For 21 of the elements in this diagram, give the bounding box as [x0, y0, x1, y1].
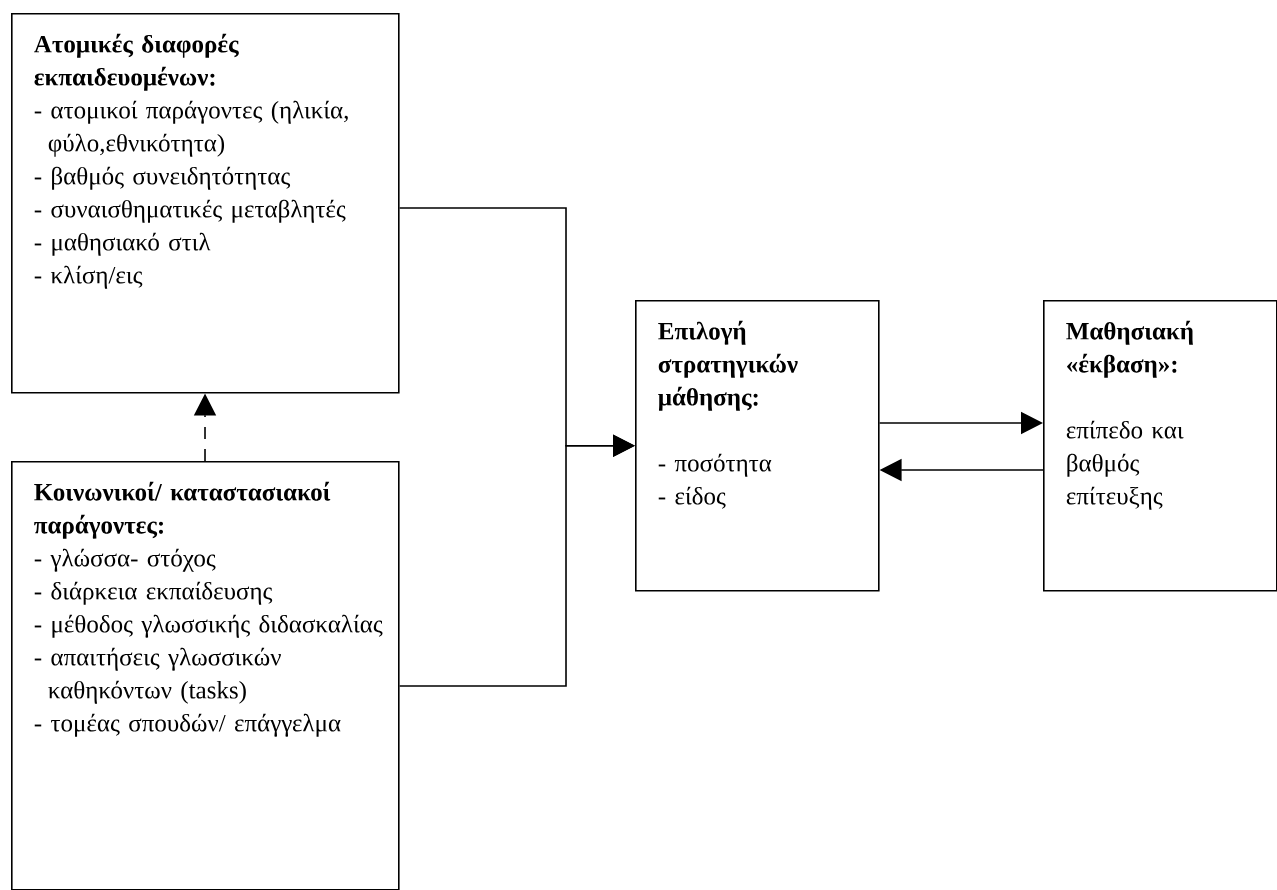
heading: Επιλογή στρατηγικών μάθησης: [658, 320, 798, 411]
list-item: - τομέας σπουδών/ επάγγελμα [34, 713, 341, 737]
list-item: - ποσότητα [658, 453, 772, 477]
list-item: - μαθησιακό στιλ [34, 232, 211, 256]
list-item: - βαθμός συνειδητότητας [34, 166, 291, 190]
text-box [11, 461, 400, 890]
list-item: - γλώσσα- στόχος [34, 548, 216, 572]
text-box [1043, 300, 1277, 592]
list-item: - διάρκεια εκπαίδευσης [34, 581, 273, 605]
list-item: - απαιτήσεις γλωσσικών καθηκόντων (tasks) [34, 647, 281, 704]
heading: Κοινωνικοί/ καταστασιακοί παράγοντες: [34, 481, 331, 539]
list-item: - συναισθηματικές μεταβλητές [34, 199, 346, 223]
list-item: επίπεδο και βαθμός επίτευξης [1066, 420, 1184, 510]
text-box [11, 13, 400, 394]
list-item: - είδος [658, 486, 726, 509]
list-item: - κλίση/εις [34, 265, 143, 289]
heading: Ατομικές διαφορές εκπαιδευομένων: [34, 33, 239, 91]
text-box [635, 300, 880, 592]
list-item: - μέθοδος γλωσσικής διδασκαλίας [34, 614, 383, 638]
heading: Μαθησιακή «έκβαση»: [1066, 320, 1193, 378]
list-item: - ατομικοί παράγοντες (ηλικία, φύλο,εθνικότητα) [34, 100, 348, 157]
